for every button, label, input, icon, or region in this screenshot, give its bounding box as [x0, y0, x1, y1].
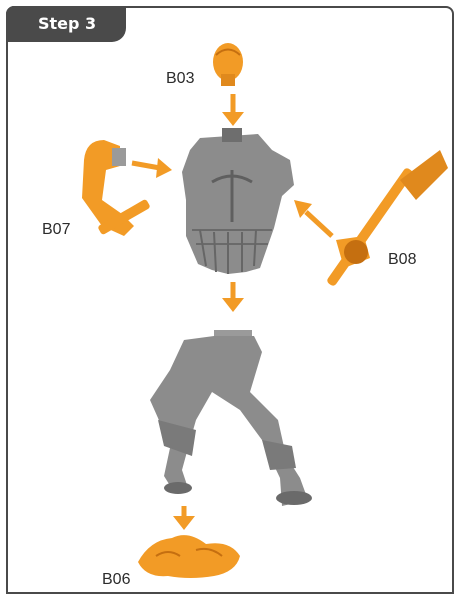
step-frame — [6, 6, 454, 594]
arrow-torso-to-legs — [222, 282, 244, 312]
left-arm-part-b07 — [82, 140, 150, 236]
label-b07: B07 — [42, 221, 71, 238]
step-tab — [6, 6, 126, 42]
torso-part — [182, 128, 294, 274]
arrow-arm-b07-to-torso — [131, 158, 172, 178]
label-b06: B06 — [102, 571, 131, 588]
label-b03: B03 — [166, 70, 195, 87]
label-b08: B08 — [388, 251, 417, 268]
arrow-legs-to-base — [173, 506, 195, 530]
right-arm-part-b08 — [327, 150, 448, 286]
base-part-b06 — [138, 535, 240, 578]
step-label: Step 3 — [38, 14, 97, 33]
legs-part — [150, 330, 312, 506]
arrow-head-to-torso — [222, 94, 244, 126]
arrow-arm-b08-to-torso — [294, 200, 334, 238]
head-part-b03 — [213, 43, 243, 86]
